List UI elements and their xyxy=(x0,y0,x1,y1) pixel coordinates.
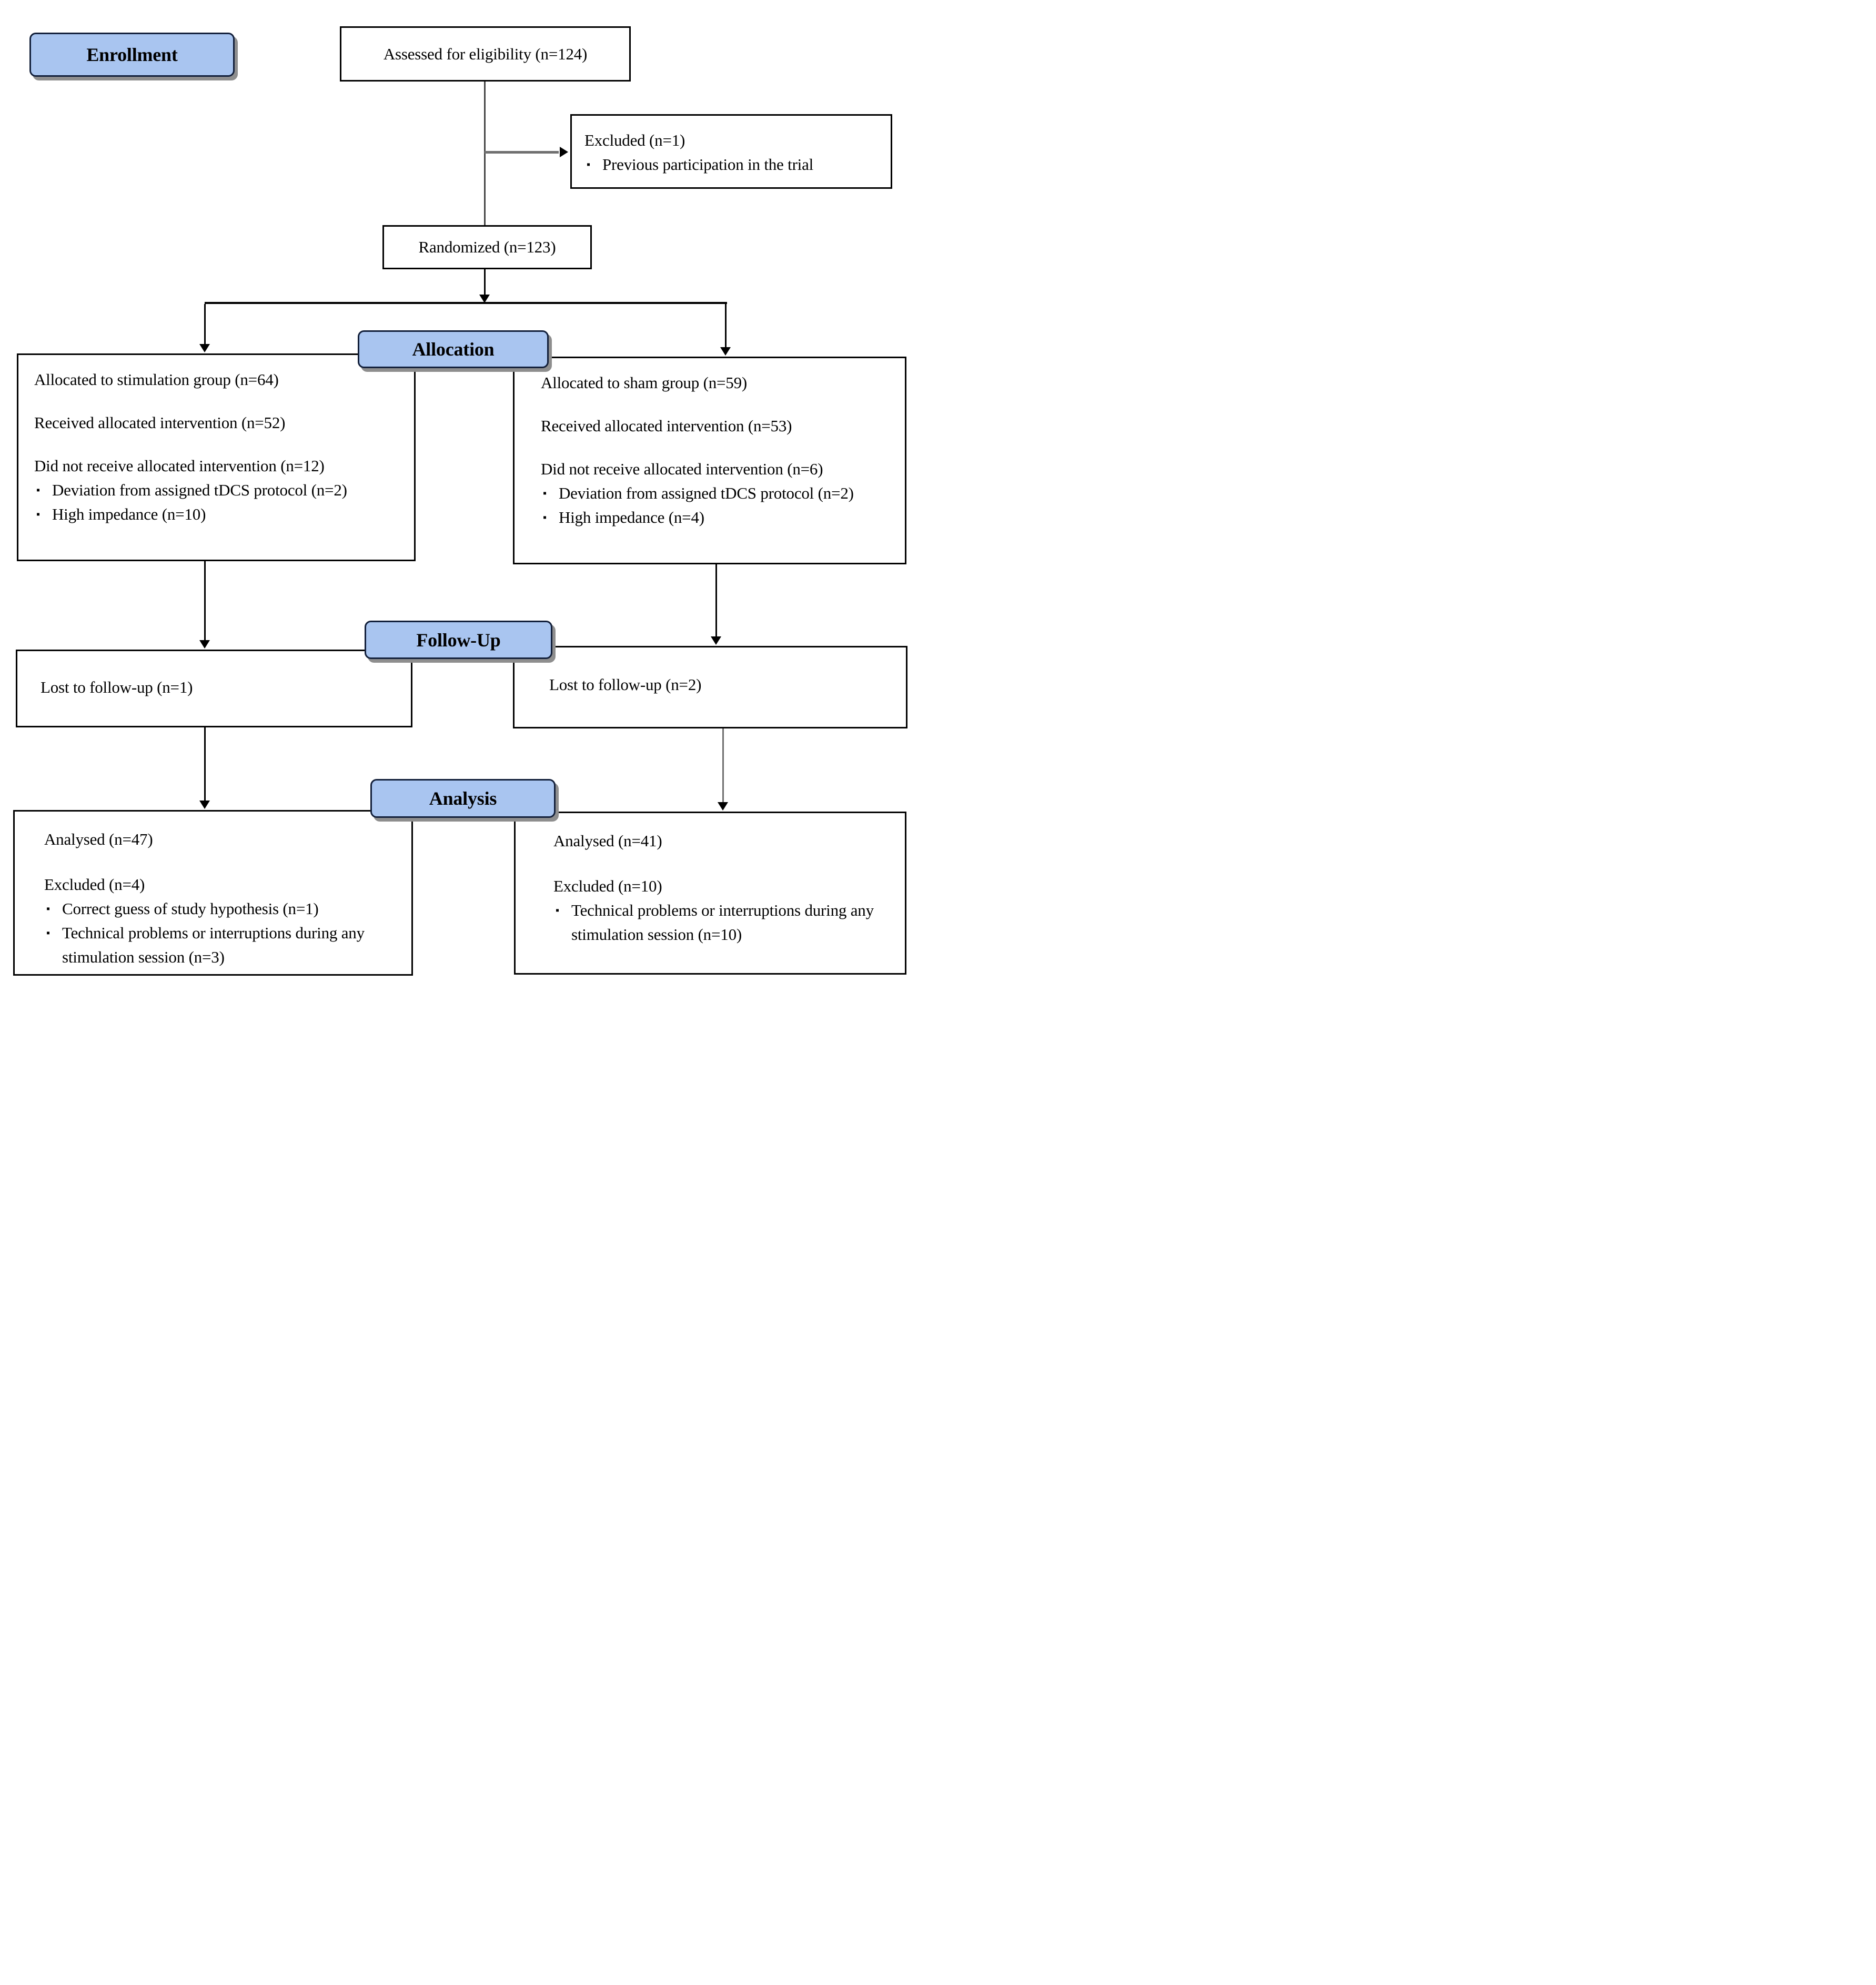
alloc-right-bullet-1: Deviation from assigned tDCS protocol (n… xyxy=(559,484,854,502)
connector-assessed-to-excluded xyxy=(485,151,559,154)
analysis-right-analysed: Analysed (n=41) xyxy=(553,832,662,850)
alloc-right-line-2: Received allocated intervention (n=53) xyxy=(541,417,792,435)
bullet-icon: ▪ xyxy=(46,927,50,939)
box-assessed-for-eligibility: Assessed for eligibility (n=124) xyxy=(340,26,631,82)
analysis-left-excluded: Excluded (n=4) xyxy=(44,875,145,894)
followup-right-text: Lost to follow-up (n=2) xyxy=(549,675,702,694)
alloc-left-line-2: Received allocated intervention (n=52) xyxy=(34,413,286,432)
alloc-left-bullet-1: Deviation from assigned tDCS protocol (n… xyxy=(52,481,347,499)
connector-branch-to-allocation-right xyxy=(725,304,727,347)
box-excluded: Excluded (n=1) ▪ Previous participation … xyxy=(570,114,892,189)
box-allocation-stimulation-group: Allocated to stimulation group (n=64) Re… xyxy=(17,353,416,561)
randomized-text: Randomized (n=123) xyxy=(418,238,556,256)
alloc-left-line-1: Allocated to stimulation group (n=64) xyxy=(34,370,279,389)
alloc-right-bullet-2: High impedance (n=4) xyxy=(559,508,704,526)
alloc-right-line-1: Allocated to sham group (n=59) xyxy=(541,373,748,392)
alloc-left-bullet-row: ▪ High impedance (n=10) xyxy=(34,502,409,526)
analysis-left-analysed: Analysed (n=47) xyxy=(44,830,153,848)
analysis-left-bullet-2: Technical problems or interruptions duri… xyxy=(62,924,365,966)
stage-label-analysis-text: Analysis xyxy=(429,788,497,809)
connector-allocation-to-followup-left xyxy=(204,561,206,640)
alloc-right-line-3: Did not receive allocated intervention (… xyxy=(541,460,823,478)
box-analysed-left: Analysed (n=47) Excluded (n=4) ▪ Correct… xyxy=(13,810,413,976)
stage-label-enrollment-text: Enrollment xyxy=(86,44,178,65)
stage-label-allocation-text: Allocation xyxy=(412,339,495,360)
followup-left-text: Lost to follow-up (n=1) xyxy=(41,678,193,696)
analysis-right-bullet-1: Technical problems or interruptions duri… xyxy=(571,901,874,944)
analysis-right-bullet-row: ▪ Technical problems or interruptions du… xyxy=(553,898,902,947)
bullet-icon: ▪ xyxy=(587,159,590,170)
connector-branch-horizontal xyxy=(205,302,727,304)
connector-randomized-to-branch xyxy=(484,269,486,296)
arrowhead-analysis-right-icon xyxy=(718,802,728,811)
connector-followup-to-analysis-left xyxy=(204,727,206,801)
bullet-icon: ▪ xyxy=(543,512,547,523)
arrowhead-excluded-icon xyxy=(560,147,568,157)
connector-branch-to-allocation-left xyxy=(204,304,206,344)
box-randomized: Randomized (n=123) xyxy=(382,225,592,269)
alloc-right-bullet-row: ▪ Deviation from assigned tDCS protocol … xyxy=(541,481,900,505)
analysis-left-bullet-1: Correct guess of study hypothesis (n=1) xyxy=(62,899,319,918)
bullet-icon: ▪ xyxy=(36,509,40,520)
box-allocation-sham-group: Allocated to sham group (n=59) Received … xyxy=(513,357,906,564)
alloc-left-bullet-2: High impedance (n=10) xyxy=(52,505,206,523)
alloc-right-bullet-row: ▪ High impedance (n=4) xyxy=(541,505,900,530)
excluded-title: Excluded (n=1) xyxy=(584,131,685,149)
stage-label-analysis: Analysis xyxy=(370,779,556,818)
stage-label-allocation: Allocation xyxy=(358,330,549,368)
stage-label-enrollment: Enrollment xyxy=(29,33,235,77)
bullet-icon: ▪ xyxy=(36,484,40,496)
alloc-left-line-3: Did not receive allocated intervention (… xyxy=(34,457,325,475)
arrowhead-analysis-left-icon xyxy=(199,801,210,809)
consort-flow-diagram: Enrollment Allocation Follow-Up Analysis… xyxy=(0,0,938,993)
analysis-left-bullet-row: ▪ Technical problems or interruptions du… xyxy=(44,921,408,969)
bullet-icon: ▪ xyxy=(543,488,547,499)
arrowhead-followup-right-icon xyxy=(711,636,721,645)
arrowhead-branch-icon xyxy=(479,295,490,303)
box-lost-followup-left: Lost to follow-up (n=1) xyxy=(16,650,412,727)
box-analysed-right: Analysed (n=41) Excluded (n=10) ▪ Techni… xyxy=(514,812,906,975)
arrowhead-allocation-right-icon xyxy=(720,347,731,356)
excluded-bullet-text: Previous participation in the trial xyxy=(602,155,814,174)
analysis-left-bullet-row: ▪ Correct guess of study hypothesis (n=1… xyxy=(44,897,408,921)
assessed-text: Assessed for eligibility (n=124) xyxy=(383,44,588,63)
stage-label-follow-up: Follow-Up xyxy=(365,621,552,659)
arrowhead-followup-left-icon xyxy=(199,640,210,649)
alloc-left-bullet-row: ▪ Deviation from assigned tDCS protocol … xyxy=(34,478,409,502)
connector-followup-to-analysis-right xyxy=(722,728,724,802)
analysis-right-excluded: Excluded (n=10) xyxy=(553,877,662,895)
box-lost-followup-right: Lost to follow-up (n=2) xyxy=(513,646,907,728)
excluded-bullet-row: ▪ Previous participation in the trial xyxy=(584,153,885,177)
stage-label-follow-up-text: Follow-Up xyxy=(416,629,501,651)
arrowhead-allocation-left-icon xyxy=(199,344,210,352)
bullet-icon: ▪ xyxy=(46,903,50,915)
bullet-icon: ▪ xyxy=(556,905,559,916)
connector-allocation-to-followup-right xyxy=(715,564,717,636)
